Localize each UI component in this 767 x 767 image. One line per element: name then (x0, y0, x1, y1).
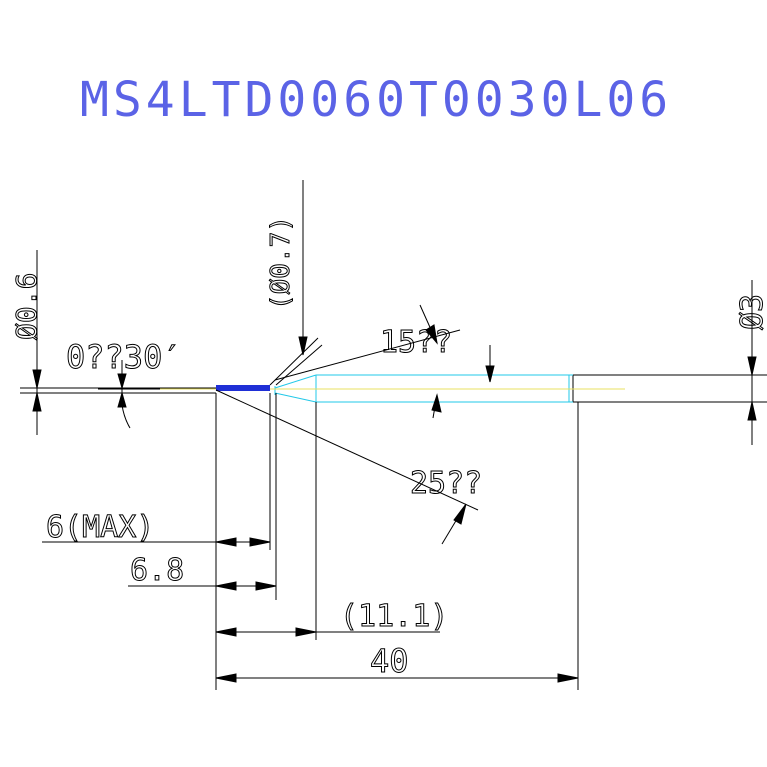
neck-length-label: 6.8 (130, 553, 184, 588)
overall-length-label: 40 (370, 642, 409, 680)
tip-diameter-label: Ø0.6 (10, 273, 43, 340)
reference-length-label: (11.1) (340, 599, 448, 634)
cutting-tip (216, 385, 270, 391)
dimension-labels: Ø0.6 Ø3 (Ø0.7) 0??30′ 15?? 25?? 6(MAX) 6… (10, 216, 767, 681)
relief-angle-label: 25?? (410, 466, 482, 501)
chamfer-angle-label: 15?? (380, 325, 452, 360)
part-number-title: MS4LTD0060T0030L06 (80, 72, 672, 128)
tool-outline (20, 374, 767, 403)
shank-taper-outline (274, 374, 573, 403)
shank-diameter-label: Ø3 (735, 294, 767, 330)
taper-angle-label: 0??30′ (66, 338, 182, 376)
neck-diameter-label: (Ø0.7) (266, 216, 296, 310)
dimension-lines (20, 304, 757, 683)
effective-length-label: 6(MAX) (46, 510, 154, 545)
